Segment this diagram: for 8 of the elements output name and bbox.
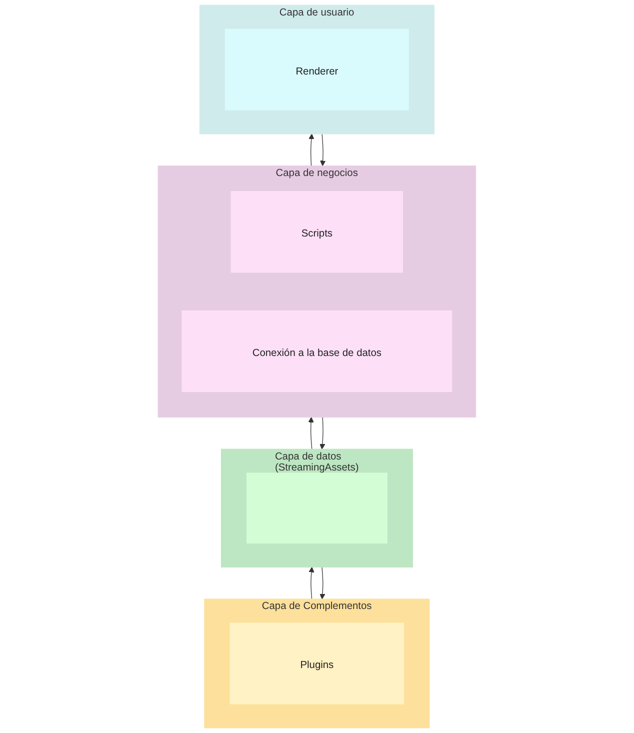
arrow	[308, 566, 314, 600]
arrow	[308, 134, 314, 166]
arrow	[308, 416, 314, 450]
arrow	[320, 416, 326, 450]
arrow	[320, 134, 326, 166]
cluster: Capa de datos (StreamingAssets)	[221, 448, 413, 568]
node-box: Plugins	[230, 622, 404, 704]
arrow	[320, 566, 326, 600]
